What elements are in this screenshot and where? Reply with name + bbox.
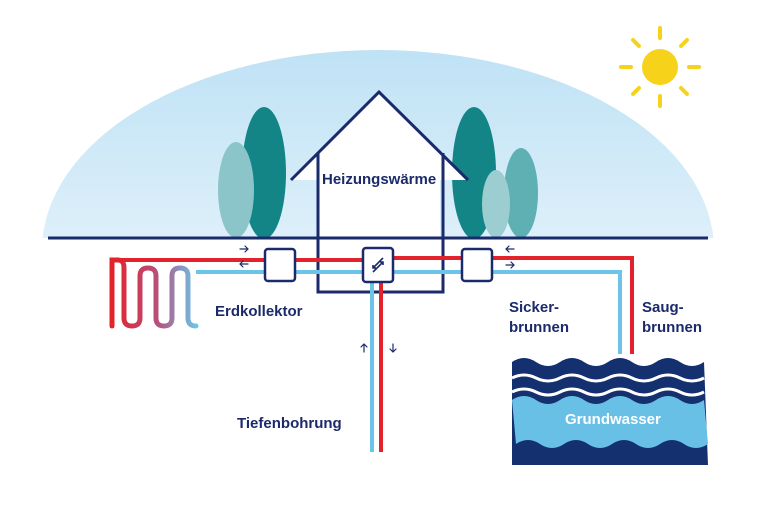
groundwater-body <box>511 358 708 465</box>
house <box>289 89 470 294</box>
cold-pipe <box>196 270 622 354</box>
heat-exchanger-icon <box>361 246 395 284</box>
label-seep-well-1: Sicker- <box>509 299 559 316</box>
label-ground-collector: Erdkollektor <box>215 303 303 320</box>
trees-right <box>452 107 538 239</box>
sun-icon <box>619 26 701 108</box>
label-suction-well-1: Saug- <box>642 299 684 316</box>
label-deep-drilling: Tiefenbohrung <box>237 415 342 432</box>
label-heating: Heizungswärme <box>322 171 436 188</box>
label-seep-well-2: brunnen <box>509 319 569 336</box>
heat-exchanger-left <box>263 247 297 283</box>
flow-arrows <box>239 245 515 353</box>
label-suction-well-2: brunnen <box>642 319 702 336</box>
heat-exchanger-right <box>460 247 494 283</box>
ground-collector-coil <box>109 257 199 329</box>
label-groundwater: Grundwasser <box>565 411 661 428</box>
trees-left <box>218 107 286 239</box>
deep-drilling-probe <box>370 272 383 452</box>
